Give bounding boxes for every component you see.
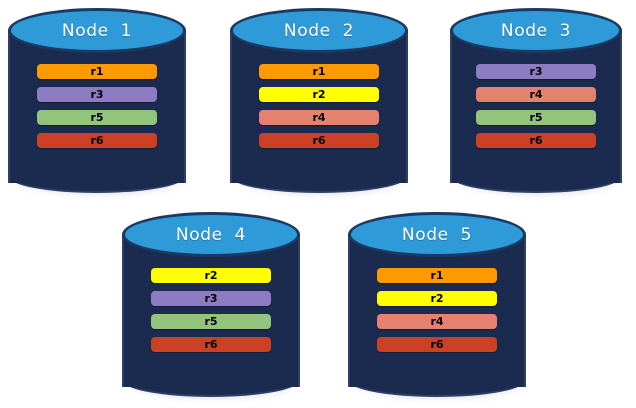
replica-label: r6 bbox=[90, 134, 104, 147]
replica-label: r4 bbox=[430, 315, 444, 328]
cylinder-top-ellipse: Node 2 bbox=[230, 8, 408, 53]
replica-bar[interactable]: r2 bbox=[377, 291, 497, 306]
replica-label: r6 bbox=[529, 134, 543, 147]
database-node-cylinder[interactable]: Node 1 r1 r3 r5 r6 bbox=[8, 8, 188, 198]
replica-bar[interactable]: r5 bbox=[151, 314, 271, 329]
cylinder-body bbox=[122, 234, 300, 387]
replica-bar[interactable]: r3 bbox=[37, 87, 157, 102]
replica-list: r1 r3 r5 r6 bbox=[8, 64, 186, 148]
replica-label: r2 bbox=[312, 88, 326, 101]
replica-label: r5 bbox=[529, 111, 543, 124]
replica-label: r3 bbox=[90, 88, 104, 101]
replica-bar[interactable]: r1 bbox=[377, 268, 497, 283]
replica-label: r5 bbox=[90, 111, 104, 124]
replica-list: r1 r2 r4 r6 bbox=[348, 268, 526, 352]
replica-bar[interactable]: r3 bbox=[151, 291, 271, 306]
cylinder-top-ellipse: Node 3 bbox=[450, 8, 622, 53]
replica-label: r4 bbox=[529, 88, 543, 101]
cylinder-body bbox=[230, 30, 408, 183]
replica-label: r1 bbox=[90, 65, 104, 78]
replica-label: r1 bbox=[312, 65, 326, 78]
replica-bar[interactable]: r2 bbox=[151, 268, 271, 283]
replica-bar[interactable]: r4 bbox=[377, 314, 497, 329]
replica-bar[interactable]: r5 bbox=[476, 110, 596, 125]
replica-label: r2 bbox=[204, 269, 218, 282]
replica-bar[interactable]: r6 bbox=[476, 133, 596, 148]
replica-label: r1 bbox=[430, 269, 444, 282]
database-node-cylinder[interactable]: Node 3 r3 r4 r5 r6 bbox=[450, 8, 624, 198]
replica-list: r1 r2 r4 r6 bbox=[230, 64, 408, 148]
replica-bar[interactable]: r6 bbox=[377, 337, 497, 352]
node-label: Node 3 bbox=[500, 20, 572, 41]
node-label: Node 2 bbox=[283, 20, 355, 41]
replica-label: r3 bbox=[529, 65, 543, 78]
replica-bar[interactable]: r1 bbox=[259, 64, 379, 79]
cylinder-body bbox=[348, 234, 526, 387]
replica-bar[interactable]: r4 bbox=[259, 110, 379, 125]
replica-label: r6 bbox=[430, 338, 444, 351]
replica-bar[interactable]: r1 bbox=[37, 64, 157, 79]
cylinder-top-ellipse: Node 4 bbox=[122, 212, 300, 257]
replica-bar[interactable]: r5 bbox=[37, 110, 157, 125]
replica-list: r2 r3 r5 r6 bbox=[122, 268, 300, 352]
replica-bar[interactable]: r6 bbox=[259, 133, 379, 148]
replica-label: r5 bbox=[204, 315, 218, 328]
replica-label: r6 bbox=[312, 134, 326, 147]
replica-bar[interactable]: r6 bbox=[151, 337, 271, 352]
replica-label: r6 bbox=[204, 338, 218, 351]
cylinder-top-ellipse: Node 1 bbox=[8, 8, 186, 53]
replica-bar[interactable]: r3 bbox=[476, 64, 596, 79]
database-node-cylinder[interactable]: Node 2 r1 r2 r4 r6 bbox=[230, 8, 410, 198]
replica-label: r2 bbox=[430, 292, 444, 305]
database-node-cylinder[interactable]: Node 4 r2 r3 r5 r6 bbox=[122, 212, 302, 402]
node-label: Node 4 bbox=[175, 224, 247, 245]
replica-bar[interactable]: r6 bbox=[37, 133, 157, 148]
replica-list: r3 r4 r5 r6 bbox=[450, 64, 622, 148]
cylinder-body bbox=[8, 30, 186, 183]
cylinder-top-ellipse: Node 5 bbox=[348, 212, 526, 257]
replica-label: r3 bbox=[204, 292, 218, 305]
database-node-cylinder[interactable]: Node 5 r1 r2 r4 r6 bbox=[348, 212, 528, 402]
replica-bar[interactable]: r2 bbox=[259, 87, 379, 102]
replica-label: r4 bbox=[312, 111, 326, 124]
node-label: Node 1 bbox=[61, 20, 133, 41]
node-label: Node 5 bbox=[401, 224, 473, 245]
replica-bar[interactable]: r4 bbox=[476, 87, 596, 102]
cylinder-body bbox=[450, 30, 622, 183]
